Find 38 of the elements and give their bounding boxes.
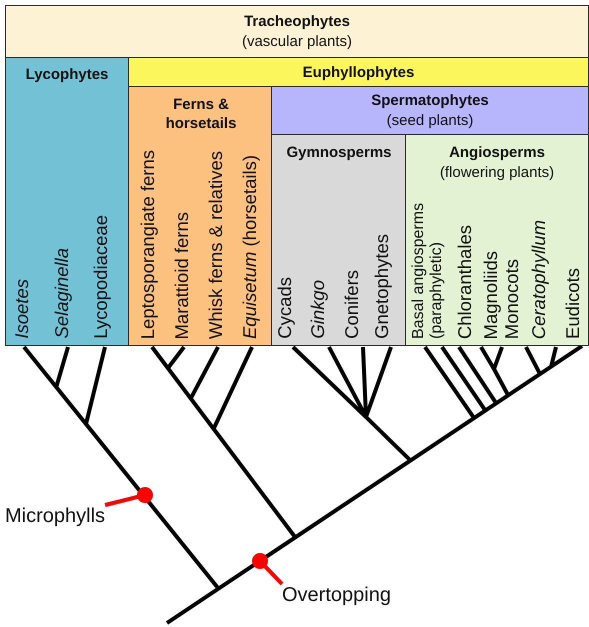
taxon-label: Basal angiosperms (paraphyletic) (410, 202, 446, 339)
taxon-label: Ginkgo (308, 280, 327, 339)
clade-name: Gymnosperms (285, 143, 393, 162)
taxon-label: Gnetophytes (372, 234, 391, 339)
trait-label: Overtopping (282, 584, 391, 607)
clade-panel (5, 5, 589, 58)
clade-panel (271, 86, 589, 135)
clade-name: Tracheophytes (243, 12, 351, 31)
taxon-label: Magnoliids (481, 250, 500, 339)
taxon-label: Monocots (502, 258, 521, 339)
taxon-label: Isoetes (12, 279, 31, 339)
taxon-label: Selaginella (52, 248, 71, 339)
clade-panel (5, 57, 129, 346)
clade-name: Spermatophytes (370, 91, 490, 110)
taxon-label: Conifers (342, 270, 361, 339)
clade-panel (128, 86, 272, 346)
clade-subtitle: (flowering plants) (438, 163, 556, 182)
taxon-label: Cycads (275, 277, 294, 339)
taxon-label: Leptosporangiate ferns (138, 150, 157, 339)
taxon-label: Lycopodiaceae (91, 215, 110, 339)
leader-line (252, 553, 284, 586)
clade-name: Ferns & horsetails (164, 95, 238, 133)
clade-name: Lycophytes (24, 65, 110, 84)
taxon-label: Ceratophyllum (529, 220, 548, 339)
clade-subtitle: (seed plants) (386, 111, 474, 130)
clade-name: Angiosperms (448, 143, 546, 162)
taxon-label: Whisk ferns & relatives (206, 150, 225, 339)
clade-panel (271, 134, 406, 346)
taxon-label: Marattioid ferns (172, 212, 191, 339)
clade-subtitle: (vascular plants) (240, 32, 354, 51)
clade-panel (128, 57, 589, 87)
taxon-label: Equisetum (horsetails) (240, 154, 259, 339)
taxon-label: Chloranthales (455, 224, 474, 339)
clade-panel (405, 134, 589, 346)
leader-line (104, 487, 153, 507)
taxon-label: Eudicots (563, 268, 582, 339)
clade-name: Euphyllophytes (302, 63, 416, 82)
trait-label: Microphylls (5, 505, 106, 528)
